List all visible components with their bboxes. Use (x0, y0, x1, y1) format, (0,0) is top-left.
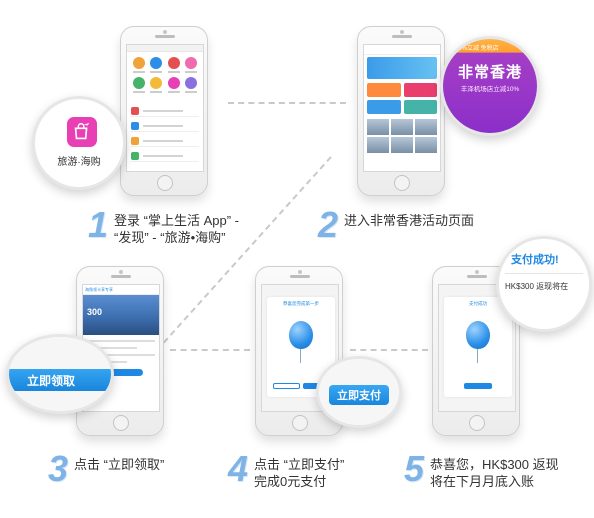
banner-subtitle: 丰泽机场店立减10% (460, 86, 520, 93)
travel-shopping-button[interactable] (67, 117, 97, 147)
dialog-title: 恭喜您完成第一步 (283, 301, 319, 306)
step-2: 2 进入非常香港活动页面 (318, 204, 475, 245)
banner-title[interactable]: 非常香港 (457, 64, 522, 81)
screen-app-home (126, 44, 204, 172)
step-text-line: 完成0元支付 (254, 474, 327, 489)
balloon-icon (466, 321, 490, 349)
step-number: 2 (318, 204, 339, 245)
connector-4-5 (350, 349, 428, 351)
step-text-line: 进入非常香港活动页面 (344, 213, 475, 228)
screen-header: 海角领卡享专享 (83, 285, 159, 295)
step-text-line: 点击 “立即支付” (254, 457, 345, 472)
phone-step-2 (357, 26, 445, 196)
step-text-line: 恭喜您，HK$300 返现 (430, 457, 559, 472)
shopping-bag-plane-icon (74, 122, 90, 140)
pay-now-button[interactable]: 立即支付 (329, 385, 389, 405)
step-number: 4 (228, 448, 249, 489)
screen-hk-campaign (363, 44, 441, 172)
banner-top-text: 50%立减 免税店 (455, 46, 499, 52)
connector-1-2 (228, 102, 346, 104)
travel-shopping-label: 旅游·海购 (57, 157, 101, 168)
cashback-text: HK$300 返现将在 (505, 282, 569, 291)
magnifier-claim: 立即领取 (6, 334, 114, 414)
dialog-title: 支付成功 (469, 301, 487, 306)
step-number: 1 (88, 204, 109, 245)
connector-3-4 (170, 349, 250, 351)
magnifier-pay: 立即支付 (316, 356, 402, 428)
step-text-line: 将在下月月底入账 (430, 474, 535, 489)
city-banner-amount: 300 (87, 307, 103, 317)
magnifier-success: 支付成功! HK$300 返现将在 (496, 236, 592, 332)
balloon-icon (289, 321, 313, 349)
step-text-line: 点击 “立即领取” (74, 457, 165, 472)
magnifier-travel-shopping: 旅游·海购 (32, 96, 126, 190)
phone-step-1 (120, 26, 208, 196)
step-4: 4 点击 “立即支付” 完成0元支付 (228, 448, 345, 490)
success-title: 支付成功! (511, 254, 559, 266)
step-3: 3 点击 “立即领取” (48, 448, 165, 489)
step-1: 1 登录 “掌上生活 App” - “发现” - “旅游•海购” (88, 204, 239, 246)
step-5: 5 恭喜您，HK$300 返现 将在下月月底入账 (404, 448, 559, 490)
claim-now-button[interactable]: 立即领取 (9, 369, 111, 391)
step-number: 5 (404, 448, 425, 489)
step-number: 3 (48, 448, 69, 489)
magnifier-hk-banner: 50%立减 免税店 非常香港 丰泽机场店立减10% (440, 36, 540, 136)
step-text-line: 登录 “掌上生活 App” - (114, 213, 239, 228)
step-text-line: “发现” - “旅游•海购” (114, 230, 226, 245)
